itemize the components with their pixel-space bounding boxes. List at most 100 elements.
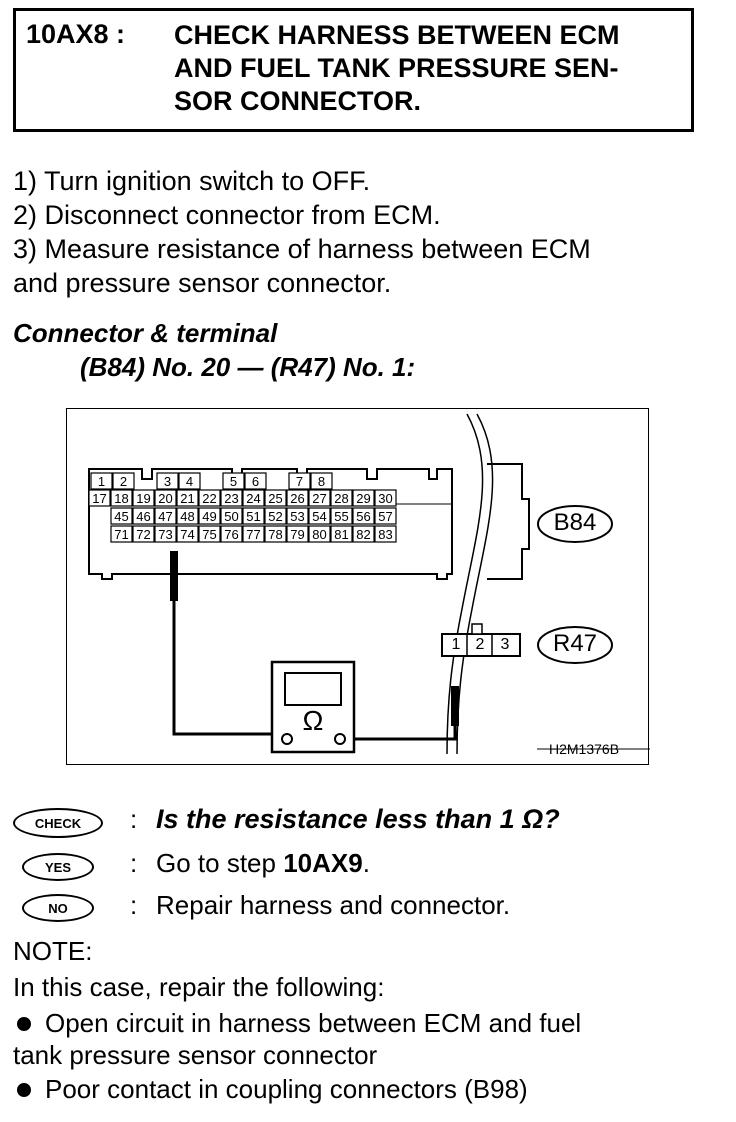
ecm-pin-cell xyxy=(264,489,287,507)
ecm-pin-label: 50 xyxy=(224,509,238,524)
ecm-pin-cell xyxy=(264,507,287,525)
ecm-pin-label: 19 xyxy=(136,491,150,506)
ecm-pin-label: 83 xyxy=(378,527,392,542)
r47-probe xyxy=(451,686,459,726)
ecm-pin-cell xyxy=(286,489,309,507)
ecm-pin-cell xyxy=(308,507,331,525)
ecm-pin-cell xyxy=(286,507,309,525)
ecm-probe xyxy=(170,551,178,601)
harness-break-line xyxy=(446,413,484,755)
ecm-pin-cell xyxy=(220,489,243,507)
instruction-step-2: 2) Disconnect connector from ECM. xyxy=(13,200,441,230)
ecm-pin-cell xyxy=(154,489,177,507)
ecm-pin-label: 77 xyxy=(246,527,260,542)
ohm-symbol: Ω xyxy=(302,705,324,736)
ecm-pin-cell xyxy=(154,507,177,525)
step-title-line: CHECK HARNESS BETWEEN ECM xyxy=(174,20,620,50)
ecm-pin-label: 54 xyxy=(312,509,326,524)
ecm-pin-cell xyxy=(132,507,155,525)
ecm-pin-label: 80 xyxy=(312,527,326,542)
ecm-pin-cell xyxy=(352,489,375,507)
ecm-pin-cell xyxy=(110,489,133,507)
r47-pin-1: 1 xyxy=(451,636,461,653)
r47-label-ellipse xyxy=(537,626,613,664)
yes-step-link[interactable]: 10AX9 xyxy=(283,848,363,878)
r47-pin-2: 2 xyxy=(475,636,485,653)
ecm-pin-label: 23 xyxy=(224,491,238,506)
ecm-pin-cell xyxy=(198,525,221,543)
yes-icon: YES xyxy=(22,853,94,881)
r47-label: R47 xyxy=(552,630,598,657)
ecm-pin-cell xyxy=(154,525,177,543)
ecm-pin-cell xyxy=(264,525,287,543)
ecm-pin-label: 26 xyxy=(290,491,304,506)
r47-connector xyxy=(441,623,521,657)
yes-separator: : xyxy=(130,848,138,878)
ecm-pin-cell xyxy=(222,472,245,490)
ecm-pin-label: 2 xyxy=(120,474,127,489)
note-title: NOTE: xyxy=(13,936,93,966)
no-response: Repair harness and connector. xyxy=(156,890,511,920)
note-bullet-1: Open circuit in harness between ECM and … xyxy=(13,1008,581,1039)
ecm-pin-label: 20 xyxy=(158,491,172,506)
ecm-pin-cell xyxy=(244,472,267,490)
ecm-pin-label: 17 xyxy=(92,491,106,506)
step-title: CHECK HARNESS BETWEEN ECM AND FUEL TANK … xyxy=(174,19,694,118)
ecm-pin-cell xyxy=(330,507,353,525)
ecm-pin-cell xyxy=(110,507,133,525)
step-title-line: SOR CONNECTOR. xyxy=(174,86,422,116)
ecm-pin-label: 4 xyxy=(186,474,193,489)
ecm-pin-cell xyxy=(374,507,397,525)
ecm-pin-cell xyxy=(330,525,353,543)
ecm-pin-cell xyxy=(176,489,199,507)
ecm-pin-cell xyxy=(242,525,265,543)
ecm-pin-label: 72 xyxy=(136,527,150,542)
ecm-pin-label: 52 xyxy=(268,509,282,524)
ecm-pin-label: 57 xyxy=(378,509,392,524)
ecm-pin-cell xyxy=(176,525,199,543)
ecm-pin-label: 30 xyxy=(378,491,392,506)
ecm-pin-cell xyxy=(242,507,265,525)
ecm-pin-cell xyxy=(90,472,113,490)
ecm-pin-label: 71 xyxy=(114,527,128,542)
bullet-icon xyxy=(17,1082,31,1097)
check-separator: : xyxy=(130,804,138,834)
r47-pin-3: 3 xyxy=(500,636,510,653)
step-code: 10AX8 : xyxy=(26,19,126,49)
r47-probe-lead xyxy=(349,726,457,741)
ecm-pin-cell xyxy=(176,507,199,525)
ecm-pin-label: 27 xyxy=(312,491,326,506)
ecm-pin-cell xyxy=(156,472,179,490)
ecm-pin-label: 7 xyxy=(296,474,303,489)
ecm-pin-label: 53 xyxy=(290,509,304,524)
connector-heading: Connector & terminal xyxy=(13,318,278,348)
ecm-pin-cell xyxy=(288,472,311,490)
ecm-pin-label: 51 xyxy=(246,509,260,524)
ecm-pin-cell xyxy=(220,507,243,525)
ecm-pin-cell xyxy=(132,489,155,507)
ecm-pin-cell xyxy=(352,507,375,525)
note-intro: In this case, repair the following: xyxy=(13,972,385,1002)
ecm-pin-cell xyxy=(286,525,309,543)
ecm-pin-cell xyxy=(132,525,155,543)
ecm-pin-cell xyxy=(220,525,243,543)
ecm-pin-label: 78 xyxy=(268,527,282,542)
ecm-pin-label: 79 xyxy=(290,527,304,542)
ecm-pin-label: 1 xyxy=(98,474,105,489)
ecm-pin-label: 49 xyxy=(202,509,216,524)
ecm-body xyxy=(487,463,530,580)
ecm-pin-label: 74 xyxy=(180,527,194,542)
ecm-pin-label: 8 xyxy=(318,474,325,489)
ecm-pin-label: 45 xyxy=(114,509,128,524)
ecm-pin-cell xyxy=(110,525,133,543)
ecm-pin-label: 47 xyxy=(158,509,172,524)
ecm-pin-cell xyxy=(310,472,333,490)
ecm-pin-cell xyxy=(242,489,265,507)
check-icon: CHECK xyxy=(13,808,103,838)
ecm-pin-label: 3 xyxy=(164,474,171,489)
ecm-pin-cell xyxy=(330,489,353,507)
ecm-pin-label: 81 xyxy=(334,527,348,542)
ecm-pin-label: 76 xyxy=(224,527,238,542)
